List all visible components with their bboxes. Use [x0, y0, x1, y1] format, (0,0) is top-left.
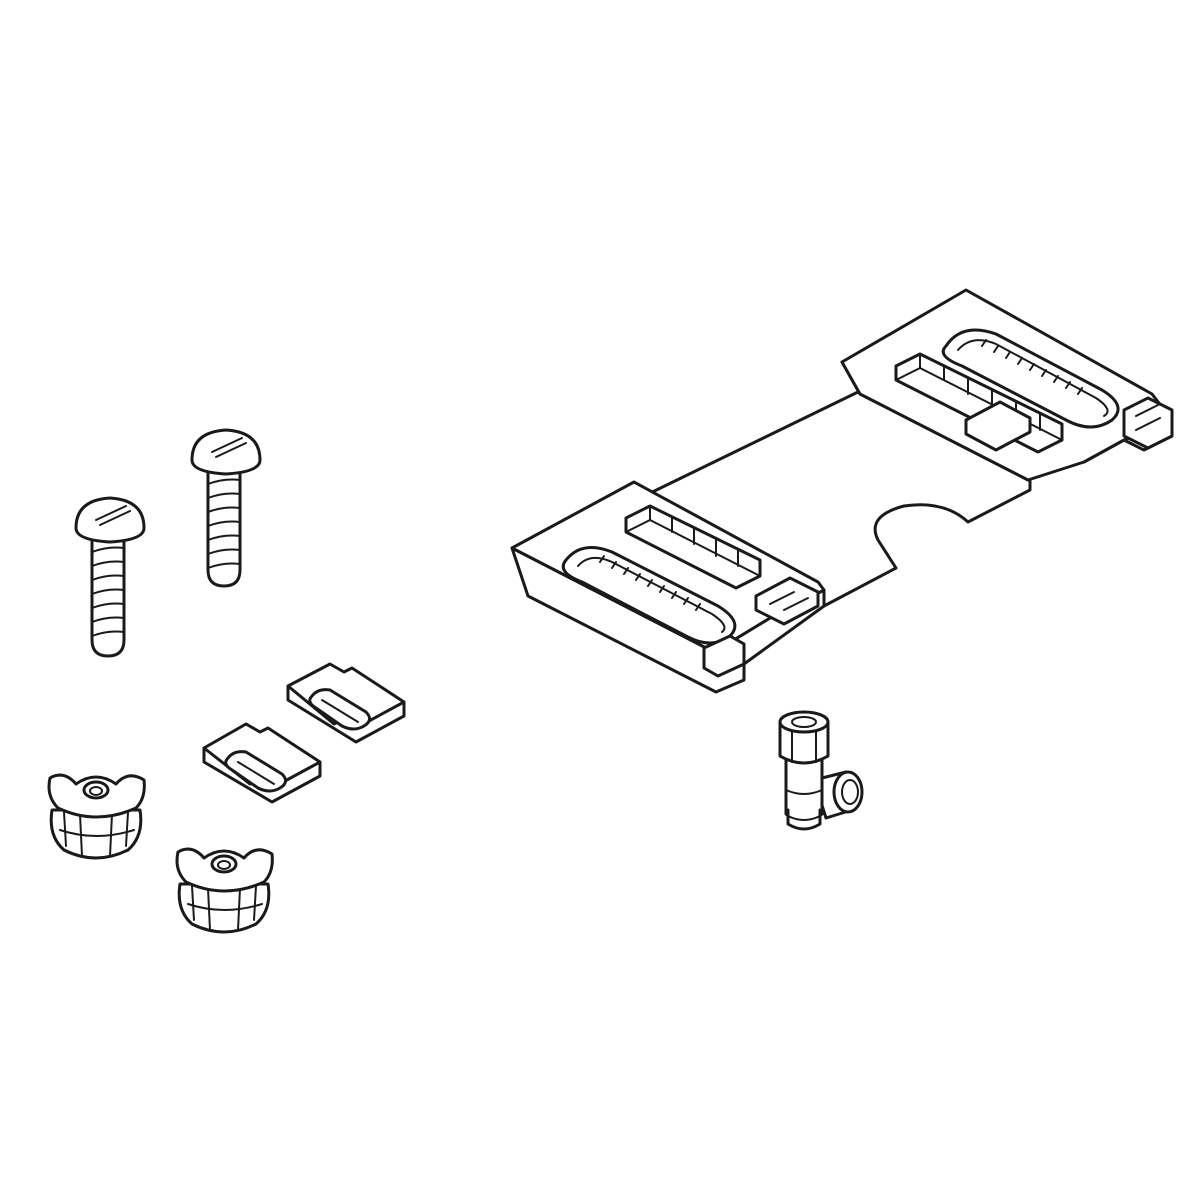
screw-2 — [190, 428, 262, 588]
wing-nut-2 — [175, 847, 274, 934]
wing-nut-1 — [47, 773, 146, 860]
washer-plate-2 — [202, 722, 322, 804]
tee-fitting — [778, 710, 864, 831]
washer-plate-1 — [286, 662, 406, 744]
screw-1 — [74, 496, 146, 658]
mounting-bracket — [510, 288, 1174, 694]
